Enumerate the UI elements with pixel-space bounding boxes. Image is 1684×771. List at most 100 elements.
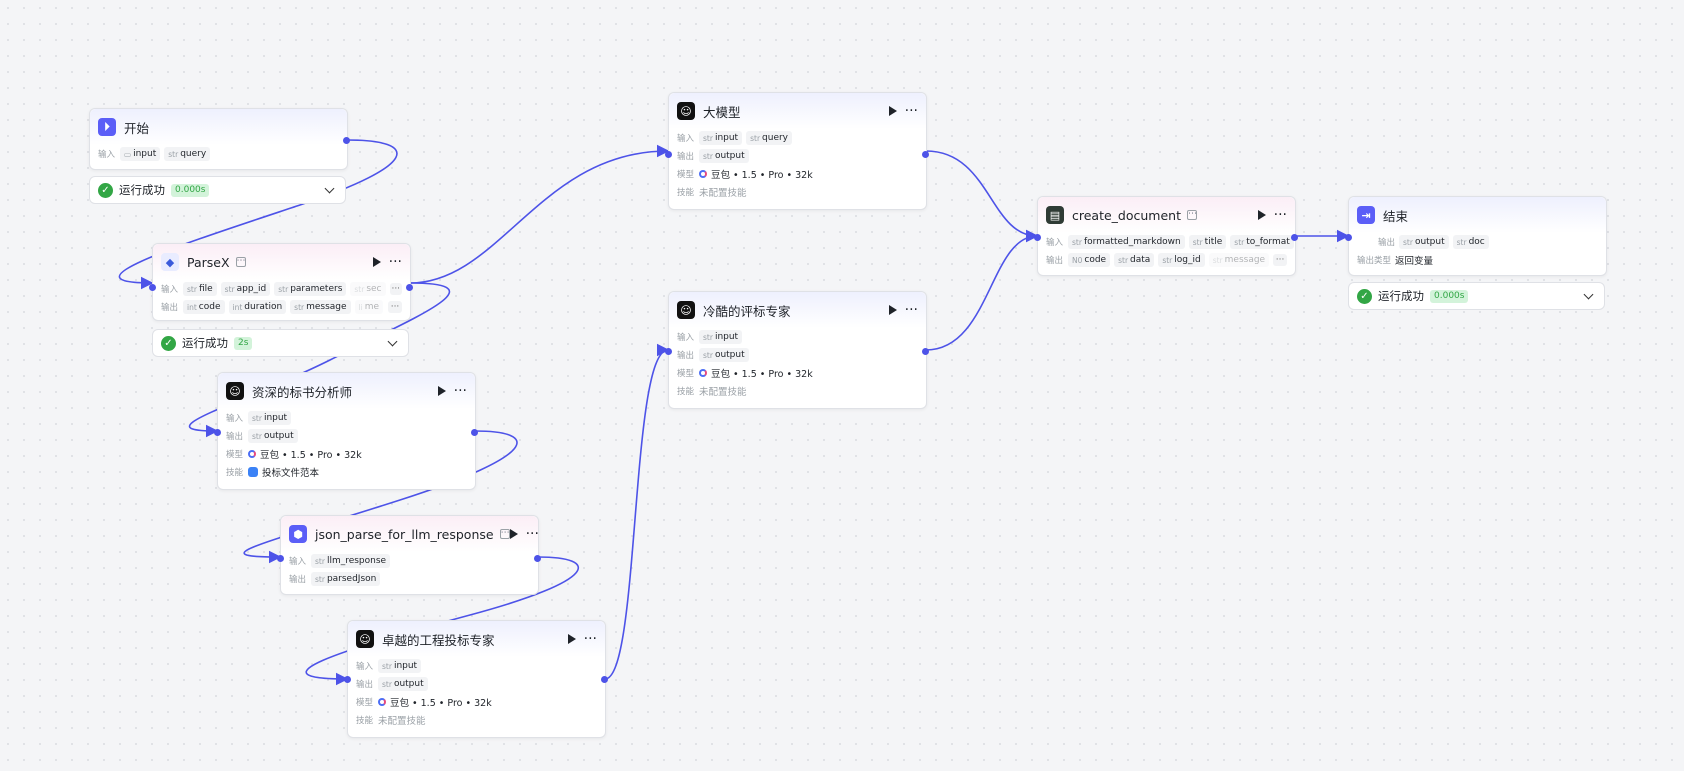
node-parsex-title: ParseX	[187, 254, 230, 270]
input-port[interactable]	[149, 284, 156, 291]
output-label: 输出	[677, 351, 695, 361]
chevron-down-icon[interactable]	[387, 336, 398, 346]
model-label: 模型	[226, 450, 244, 460]
chevron-down-icon[interactable]	[1583, 289, 1594, 299]
output-port[interactable]	[1291, 234, 1298, 241]
output-port[interactable]	[343, 137, 350, 144]
code-icon: ⬢	[289, 525, 307, 543]
output-port[interactable]	[601, 676, 608, 683]
node-llm-skill: 技能 未配置技能	[669, 183, 926, 201]
more-options-icon[interactable]: ···	[525, 526, 539, 542]
model-name: 豆包 • 1.5 • Pro • 32k	[711, 170, 813, 181]
more-params-button[interactable]: ···	[1273, 254, 1287, 266]
input-port[interactable]	[344, 676, 351, 683]
node-expert-skill: 技能 未配置技能	[348, 711, 605, 729]
more-options-icon[interactable]: ···	[388, 254, 402, 270]
output-type-label: 输出类型	[1357, 256, 1392, 266]
run-node-button[interactable]	[888, 106, 897, 116]
output-type-value: 返回变量	[1395, 256, 1434, 267]
bot-icon: ☺	[677, 301, 695, 319]
node-start-run-status[interactable]: ✓ 运行成功 0.000s	[89, 176, 346, 204]
output-label: 输出	[356, 680, 374, 690]
output-label: 输出	[226, 432, 244, 442]
edge-expert-reviewer[interactable]	[604, 343, 670, 680]
node-parsex-run-status[interactable]: ✓ 运行成功 2s	[152, 329, 409, 357]
input-port[interactable]	[1345, 234, 1352, 241]
input-port[interactable]	[214, 429, 221, 436]
more-params-button[interactable]: ···	[388, 301, 402, 313]
doubao-icon	[378, 698, 386, 706]
input-port[interactable]	[1034, 234, 1041, 241]
run-node-button[interactable]	[437, 386, 446, 396]
document-icon: ▤	[1046, 206, 1064, 224]
output-port[interactable]	[922, 151, 929, 158]
output-port[interactable]	[534, 555, 541, 562]
node-llm-header: ☺ 大模型 ···	[669, 93, 926, 129]
model-label: 模型	[356, 698, 374, 708]
input-port[interactable]	[665, 348, 672, 355]
doubao-icon	[248, 450, 256, 458]
output-label: 输出	[1377, 238, 1395, 248]
skill-label: 技能	[677, 387, 695, 397]
skill-name: 未配置技能	[699, 387, 747, 398]
output-label: 输出	[161, 303, 179, 313]
input-port[interactable]	[665, 151, 672, 158]
run-node-button[interactable]	[372, 257, 381, 267]
more-options-icon[interactable]: ···	[904, 103, 918, 119]
param-tag: ▭input	[120, 147, 161, 161]
run-node-button[interactable]	[567, 634, 576, 644]
run-node-button[interactable]	[888, 305, 897, 315]
edge-reviewer-createdoc[interactable]	[925, 229, 1039, 351]
more-options-icon[interactable]: ···	[904, 302, 918, 318]
output-port[interactable]	[922, 348, 929, 355]
more-options-icon[interactable]: ···	[453, 383, 467, 399]
status-time: 2s	[234, 336, 253, 350]
output-port[interactable]	[471, 429, 478, 436]
node-reviewer-skill: 技能 未配置技能	[669, 382, 926, 400]
node-json-parse[interactable]: ⬢ json_parse_for_llm_response ⋯ ··· 输入 s…	[277, 515, 541, 595]
chevron-down-icon[interactable]	[324, 183, 335, 193]
node-end-run-status[interactable]: ✓ 运行成功 0.000s	[1348, 282, 1605, 310]
run-node-button[interactable]	[1257, 210, 1266, 220]
edge-parsex-llm[interactable]	[409, 144, 670, 284]
node-create-document-header: ▤ create_document ⋯ ···	[1038, 197, 1295, 233]
plugin-icon: ⋯	[1187, 209, 1197, 220]
start-icon: ⏵	[98, 118, 116, 136]
doubao-icon	[699, 170, 707, 178]
more-options-icon[interactable]: ···	[1273, 207, 1287, 223]
output-port[interactable]	[406, 284, 413, 291]
more-options-icon[interactable]: ···	[583, 631, 597, 647]
plugin-icon: ⋯	[499, 528, 510, 539]
output-label: 输出	[1046, 256, 1064, 266]
status-text: 运行成功	[182, 336, 228, 350]
more-params-button[interactable]: ···	[389, 283, 402, 295]
edge-llm-createdoc[interactable]	[925, 150, 1039, 243]
node-start-title: 开始	[124, 120, 150, 136]
input-port[interactable]	[277, 555, 284, 562]
run-node-button[interactable]	[509, 529, 518, 539]
